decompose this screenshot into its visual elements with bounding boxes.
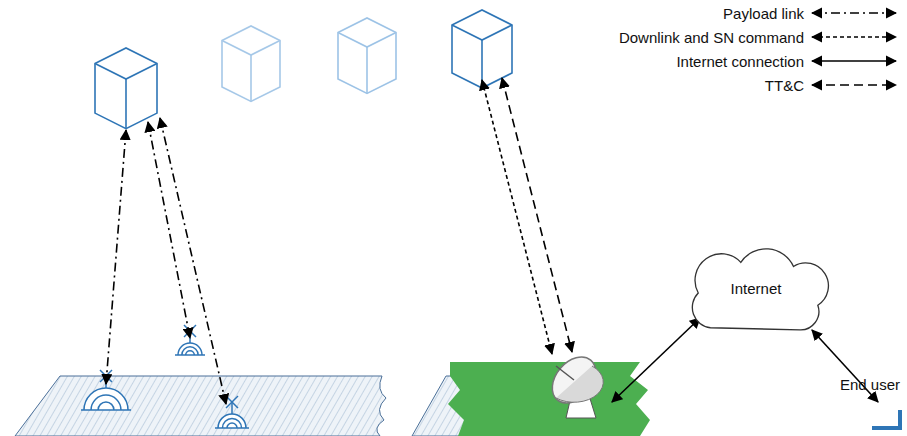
satellite-cube [222, 26, 280, 101]
end-user-label: End user [840, 376, 900, 393]
satellite-cube [452, 10, 512, 88]
satellite-cube [95, 48, 157, 129]
green-patch [448, 362, 650, 436]
node-text: Internet [731, 280, 782, 297]
ttc-link [502, 78, 572, 352]
payload-link [160, 118, 226, 404]
legend-sample [812, 36, 896, 38]
legend-text: Internet connection [676, 53, 804, 70]
downlink [482, 80, 552, 354]
ground-station-dish [543, 349, 604, 418]
legend-sample [812, 12, 896, 14]
sensor-node [215, 396, 249, 428]
cloud-node: Internet [680, 246, 832, 338]
sensor-node [175, 325, 205, 355]
end-user-mark [872, 410, 900, 428]
legend-text: Payload link [723, 5, 804, 22]
legend-sample [812, 84, 896, 86]
payload-link [106, 130, 126, 384]
satellite-cube [338, 18, 396, 93]
internet-connection [612, 318, 700, 402]
sensor-node [81, 370, 131, 410]
payload-link [148, 122, 190, 338]
legend-text: TT&C [765, 77, 804, 94]
legend-sample [812, 60, 896, 62]
ground [15, 376, 386, 436]
legend-text: Downlink and SN command [619, 29, 804, 46]
